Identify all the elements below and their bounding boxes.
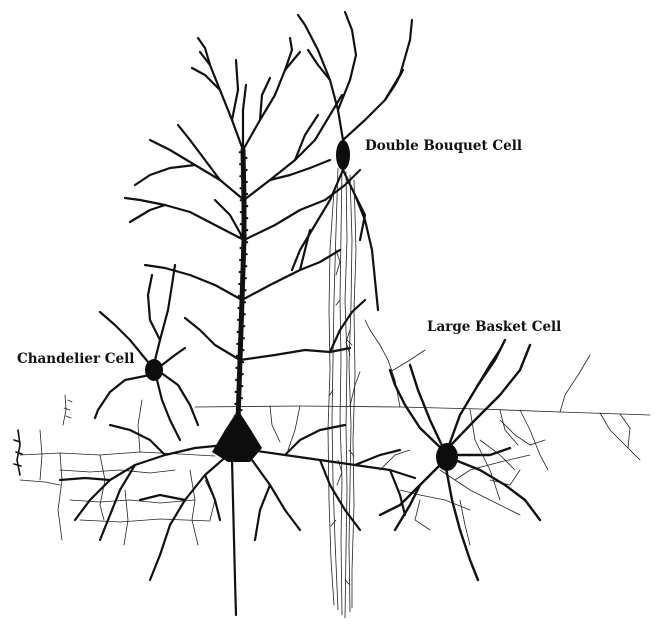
dendritic-spine	[237, 294, 240, 298]
dendritic-spine	[238, 282, 241, 286]
large-basket-cell	[378, 338, 542, 582]
dendritic-spine	[246, 241, 249, 244]
double-bouquet-axon-bundle	[327, 167, 357, 619]
dendritic-spine	[242, 361, 245, 364]
dendritic-spine	[238, 270, 241, 274]
dendritic-spine	[241, 373, 244, 376]
dendritic-spine	[240, 397, 243, 400]
chandelier-cell-label: Chandelier Cell	[17, 351, 134, 367]
dendritic-spine	[239, 223, 242, 226]
chandelier-cell	[13, 263, 200, 476]
dendritic-spine	[240, 409, 243, 412]
dendritic-spine	[239, 258, 242, 262]
dendritic-spine	[237, 318, 240, 321]
dendritic-spine	[243, 325, 246, 328]
dendritic-spine	[246, 229, 249, 232]
dendritic-spine	[246, 217, 249, 220]
dendritic-spine	[239, 187, 242, 190]
dendritic-spine	[238, 151, 241, 154]
double-bouquet-cell	[290, 10, 414, 312]
dendritic-spine	[245, 180, 248, 184]
dendritic-spine	[239, 246, 242, 250]
dendritic-spine	[242, 337, 245, 340]
pyramidal-cell	[58, 36, 417, 617]
dendritic-spine	[244, 301, 247, 304]
dendritic-spine	[245, 253, 248, 256]
dendritic-spine	[246, 192, 249, 196]
dendritic-spine	[245, 156, 248, 160]
dendritic-spine	[239, 163, 242, 166]
dendritic-spine	[236, 330, 239, 333]
dendritic-spine	[236, 342, 239, 345]
dendritic-spine	[244, 289, 247, 292]
dendritic-spines	[233, 151, 249, 417]
dendritic-spine	[241, 385, 244, 388]
dendritic-spine	[243, 313, 246, 316]
dendritic-spine	[244, 277, 247, 280]
dendritic-spine	[237, 306, 240, 310]
dendritic-spine	[233, 414, 236, 417]
dendritic-spine	[234, 390, 237, 393]
dendritic-spine	[239, 175, 242, 178]
dendritic-spine	[239, 235, 242, 238]
dendritic-spine	[246, 205, 249, 208]
double-bouquet-cell-label: Double Bouquet Cell	[365, 138, 522, 154]
dendritic-spine	[242, 349, 245, 352]
dendritic-spine	[245, 265, 248, 268]
dendritic-spine	[239, 211, 242, 214]
dendritic-spine	[245, 168, 248, 172]
dendritic-spine	[239, 199, 242, 202]
dendritic-spine	[234, 402, 237, 405]
dendritic-spine	[235, 366, 238, 369]
dendritic-spine	[235, 378, 238, 381]
dendritic-spine	[235, 354, 238, 357]
large-basket-cell-label: Large Basket Cell	[427, 319, 561, 335]
